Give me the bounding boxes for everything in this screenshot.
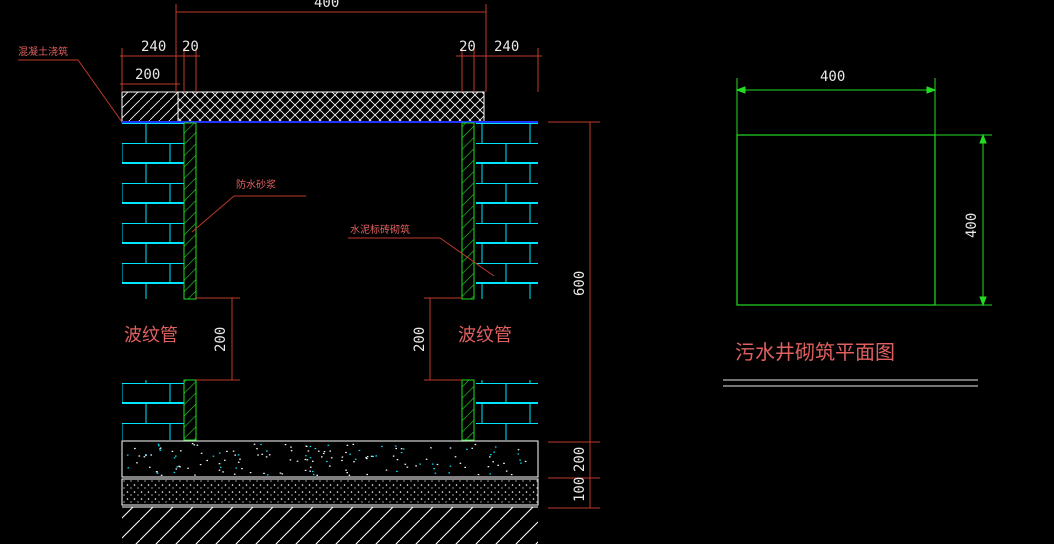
dim-base-100: 100 [572, 477, 588, 502]
dim-right-gap: 20 [459, 39, 476, 55]
mortar-layers [183, 122, 475, 441]
label-pipe-left: 波纹管 [124, 325, 178, 346]
dim-top-width: 400 [314, 0, 339, 11]
base-gravel [121, 478, 539, 506]
dim-right-brick: 240 [494, 39, 519, 55]
top-dimensions [120, 4, 542, 92]
plan-view [735, 78, 992, 307]
label-brick-masonry: 水泥标砖砌筑 [350, 223, 410, 236]
dim-pipe-left: 200 [213, 327, 229, 352]
base-concrete [121, 440, 539, 478]
dim-base-200: 200 [572, 447, 588, 472]
label-waterproof-mortar: 防水砂浆 [236, 178, 276, 191]
ground-hatch [122, 506, 538, 544]
brick-wall-left [122, 123, 184, 440]
dim-height-600: 600 [572, 271, 588, 296]
dim-left-gap: 20 [182, 39, 199, 55]
dim-pipe-right: 200 [412, 327, 428, 352]
plan-dim-width: 400 [820, 69, 845, 85]
label-pipe-right: 波纹管 [458, 325, 512, 346]
pipe-dimensions [196, 297, 462, 381]
label-concrete-cover: 混凝土浇筑 [18, 45, 68, 58]
leader-lines [18, 59, 495, 277]
right-dimensions [548, 121, 600, 509]
plan-title-underline [723, 379, 978, 387]
plan-title: 污水井砌筑平面图 [735, 340, 895, 364]
plan-dim-height: 400 [964, 213, 980, 238]
concrete-cover [121, 91, 538, 123]
brick-wall-right [476, 123, 538, 440]
dim-left-brick: 240 [141, 39, 166, 55]
dim-concrete-width: 200 [135, 67, 160, 83]
